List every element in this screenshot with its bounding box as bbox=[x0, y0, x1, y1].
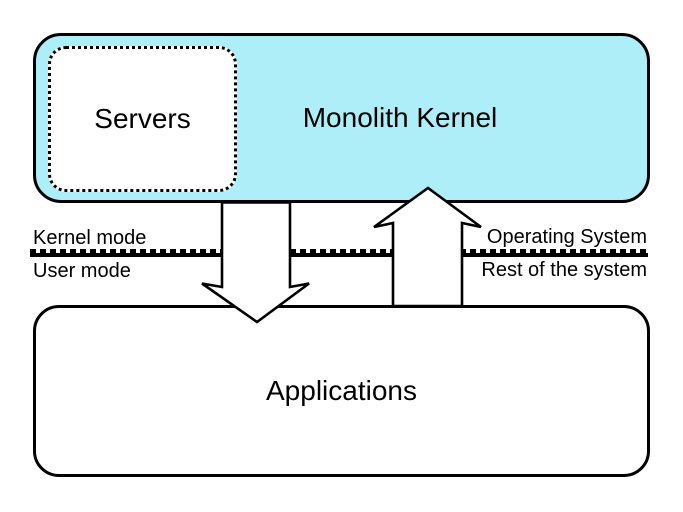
operating-system-label: Operating System bbox=[486, 226, 647, 248]
applications-box: Applications bbox=[33, 305, 650, 477]
servers-label: Servers bbox=[94, 103, 191, 134]
up-arrow-icon bbox=[373, 186, 482, 308]
rest-of-system-label: Rest of the system bbox=[481, 259, 647, 281]
kernel-user-mode-divider bbox=[30, 249, 648, 257]
applications-label: Applications bbox=[266, 375, 417, 406]
servers-box: Servers bbox=[48, 46, 237, 192]
kernel-mode-label: Kernel mode bbox=[33, 227, 147, 249]
user-mode-label: User mode bbox=[33, 260, 131, 282]
